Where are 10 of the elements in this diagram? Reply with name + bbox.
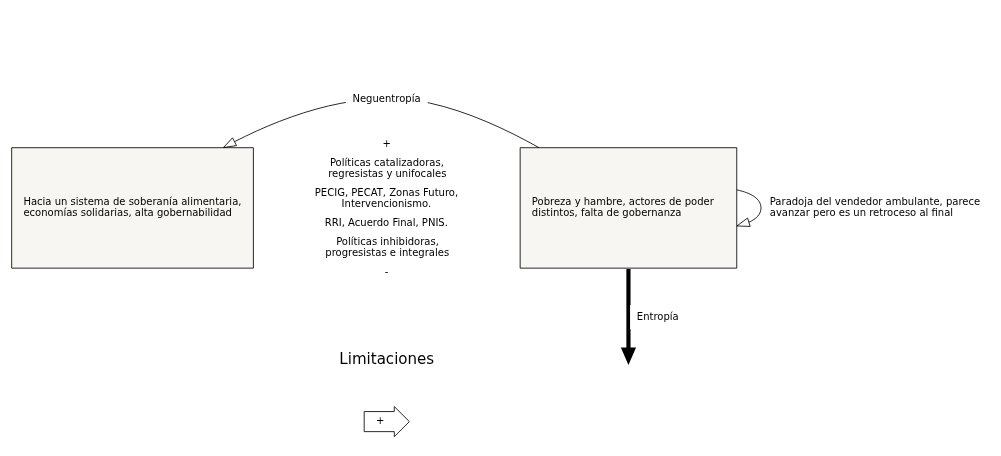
label: Políticas catalizadoras, regresistas y unifocales [328,156,447,179]
label: RRI, Acuerdo Final, PNIS. [324,216,448,228]
label: Políticas inhibidoras, progresistas e integrales [325,236,450,259]
label: PECIG, PECAT, Zonas Futuro, Intervencionismo. [314,186,459,209]
edge-label: Paradoja del vendedor ambulante, parece avanzar pero es un retroceso al final [769,196,981,218]
edge-label: Neguentropía [352,93,421,105]
label: Limitaciones [339,350,435,369]
edge-label: Entropía [636,310,679,322]
label: - [384,266,389,278]
label: + [382,137,391,149]
